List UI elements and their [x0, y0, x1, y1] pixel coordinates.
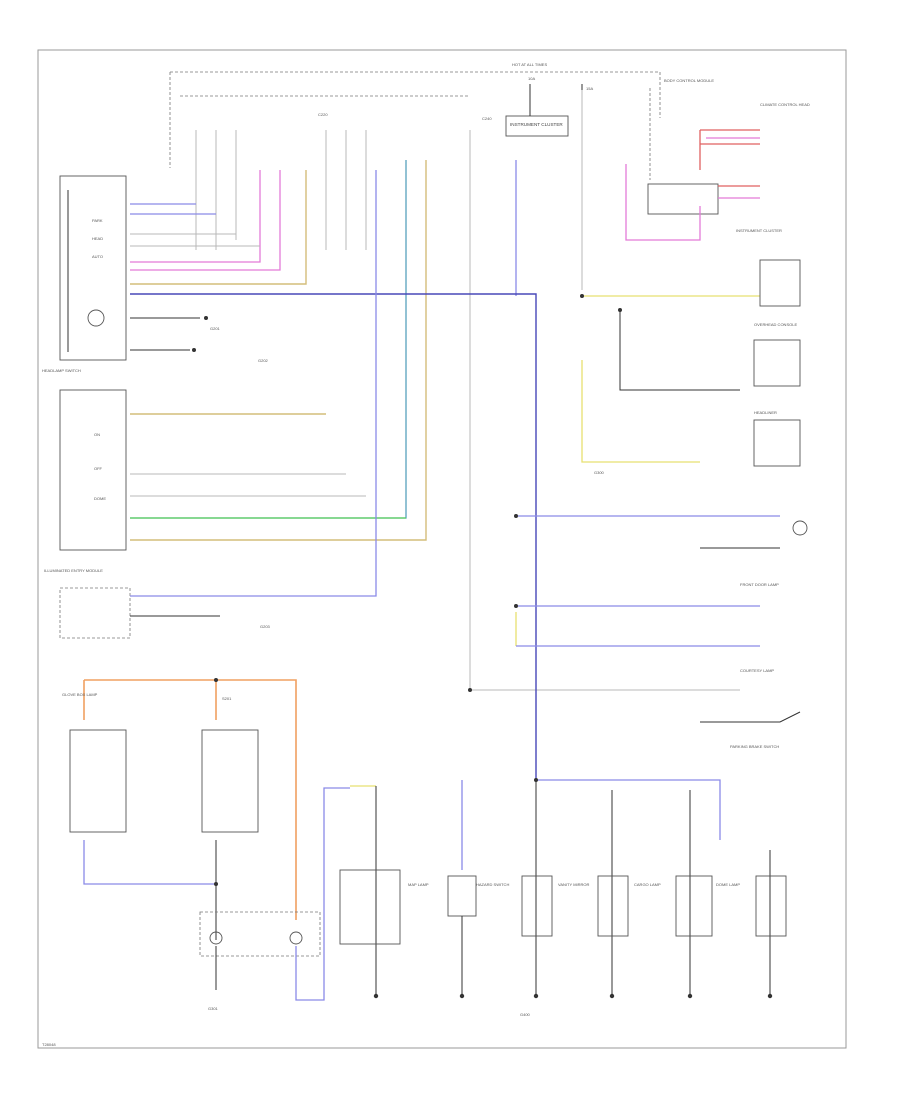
- svg-text:DOME: DOME: [94, 496, 106, 501]
- bulb-icon: [87, 309, 105, 327]
- ground-g301: G301: [208, 1006, 219, 1011]
- headlamp-switch: HEADLAMP SWITCH PARK HEAD AUTO G201 G202: [42, 175, 269, 373]
- fuse-box-top: INSTRUMENT CLUSTER HOT AT ALL TIMES 10A …: [169, 62, 661, 168]
- label-s201: S201: [222, 696, 232, 701]
- fuse-top-1: 10A: [528, 76, 535, 81]
- svg-text:INSTRUMENT CLUSTER: INSTRUMENT CLUSTER: [736, 228, 782, 233]
- instrument-cluster-right: INSTRUMENT CLUSTER OVERHEAD CONSOLE HEAD…: [581, 228, 801, 475]
- right-connections: FRONT DOOR LAMP COURTESY LAMP PARKING BR…: [515, 515, 808, 749]
- svg-text:HEAD: HEAD: [92, 236, 103, 241]
- ground-g400: G400: [520, 1012, 531, 1017]
- label-hot-at-all-times: HOT AT ALL TIMES: [512, 62, 547, 67]
- label-dome-lamp: DOME LAMP: [716, 882, 740, 887]
- label-vanity-mirror: VANITY MIRROR: [558, 882, 590, 887]
- fuse-top-2: 15A: [586, 86, 593, 91]
- diagram-frame: [37, 49, 847, 1049]
- ground-g201: G201: [210, 326, 221, 331]
- junction-dots: [214, 294, 622, 886]
- svg-text:PARK: PARK: [92, 218, 103, 223]
- lower-left-lamps: S201 GLOVE BOX LAMP G301: [62, 679, 350, 1011]
- svg-text:ON: ON: [94, 432, 100, 437]
- ground-g202: G202: [258, 358, 269, 363]
- label-overhead-console: OVERHEAD CONSOLE: [754, 322, 797, 327]
- lamp-icon: [289, 931, 303, 945]
- label-glove-box-lamp: GLOVE BOX LAMP: [62, 692, 98, 697]
- top-vertical-wires: [130, 90, 740, 780]
- footer-code: T28048: [42, 1042, 56, 1047]
- svg-text:BODY CONTROL MODULE: BODY CONTROL MODULE: [664, 78, 714, 83]
- ground-g300: G300: [594, 470, 605, 475]
- label-map-lamp: MAP LAMP: [408, 882, 429, 887]
- svg-text:ILLUMINATED ENTRY MODULE: ILLUMINATED ENTRY MODULE: [44, 568, 103, 573]
- instrument-panel-dimmer: ON OFF DOME: [59, 389, 406, 551]
- svg-text:OFF: OFF: [94, 466, 103, 471]
- bottom-switches: MAP LAMP HAZARD SWITCH VANITY MIRROR CAR…: [339, 779, 787, 1017]
- label-front-door-lamp: FRONT DOOR LAMP: [740, 582, 779, 587]
- label-courtesy-lamp: COURTESY LAMP: [740, 668, 774, 673]
- svg-text:HEADLAMP SWITCH: HEADLAMP SWITCH: [42, 368, 81, 373]
- label-instrument-cluster-top: INSTRUMENT CLUSTER: [510, 122, 563, 127]
- illuminated-entry-module: ILLUMINATED ENTRY MODULE G203: [44, 170, 377, 639]
- ground-g203: G203: [260, 624, 271, 629]
- label-parking-brake: PARKING BRAKE SWITCH: [730, 744, 779, 749]
- svg-text:AUTO: AUTO: [92, 254, 103, 259]
- lamp-icon: [792, 520, 808, 536]
- label-c240: C240: [482, 116, 492, 121]
- label-headliner: HEADLINER: [754, 410, 777, 415]
- lamp-icon: [209, 931, 223, 945]
- label-c220: C220: [318, 112, 328, 117]
- label-hazard-switch: HAZARD SWITCH: [476, 882, 509, 887]
- label-climate-control: CLIMATE CONTROL HEAD: [760, 102, 810, 107]
- label-cargo-lamp: CARGO LAMP: [634, 882, 661, 887]
- body-control-module: BODY CONTROL MODULE CLIMATE CONTROL HEAD: [647, 78, 810, 215]
